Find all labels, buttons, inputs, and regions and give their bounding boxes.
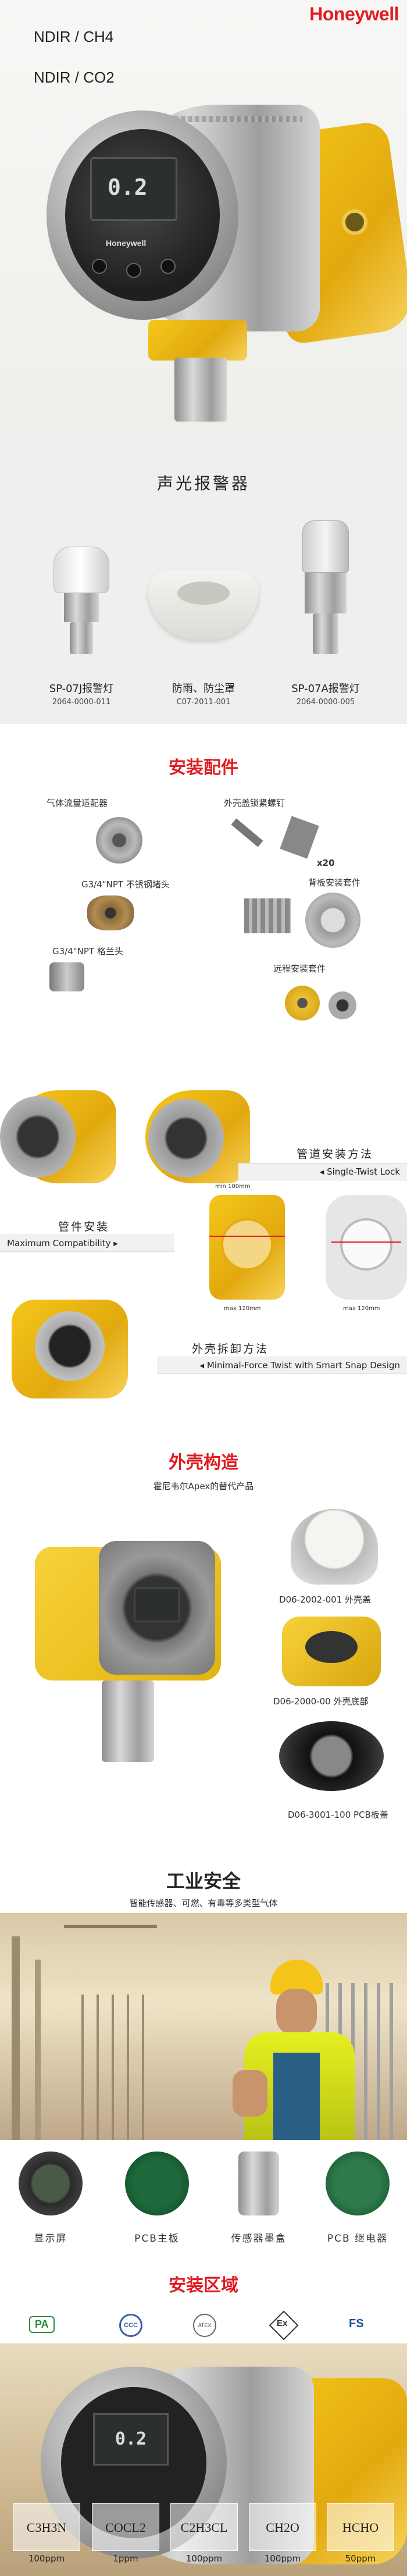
industrial-section: 工业安全 智能传感器、可燃、有毒等多类型气体 [0, 1843, 407, 2140]
dimension-max-2: max 120mm [343, 1305, 380, 1312]
dismount-title: 外壳拆卸方法 [192, 1343, 269, 1355]
pcb-relay-image [326, 2152, 390, 2215]
pipe-mount-subtitle-text: Single-Twist Lock [327, 1166, 400, 1177]
alarm-title: 声光报警器 [156, 474, 250, 493]
model-co2: NDIR / CO2 [34, 69, 115, 86]
pipe-mount-title: 管道安装方法 [297, 1148, 374, 1161]
accessories-title: 安装配件 [169, 758, 238, 778]
housing-subtitle: 霍尼韦尔Apex的替代产品 [153, 1481, 254, 1492]
wall-mount-title: 管件安装 [58, 1221, 110, 1233]
dismount-subtitle: ◂ Minimal-Force Twist with Smart Snap De… [157, 1357, 407, 1374]
alarm-item-label: SP-07J报警灯 [49, 683, 114, 695]
pcb-main-image [125, 2152, 189, 2215]
pipe-mount-subtitle: ◂ Single-Twist Lock [238, 1163, 407, 1180]
gas-formula-box: CH2O [249, 2503, 316, 2551]
accessory-label: G3/4"NPT 格兰头 [52, 946, 123, 957]
accessory-label: 远程安装套件 [273, 964, 326, 974]
industrial-title: 工业安全 [166, 1870, 241, 1892]
flow-adapter-image [96, 817, 142, 864]
gas-ppm: 100ppm [264, 2553, 301, 2564]
cert-fs-icon: FS [349, 2317, 364, 2330]
bracket-image [280, 816, 319, 859]
brand-logo: Honeywell [309, 3, 399, 24]
install-section: 管道安装方法 ◂ Single-Twist Lock 管件安装 Maximum … [0, 1050, 407, 1425]
hero-section: Honeywell NDIR / CH4 NDIR / CO2 0.2 Hone… [0, 0, 407, 436]
housing-title: 外壳构造 [169, 1453, 238, 1473]
gas-formula-box: C2H3CL [170, 2503, 238, 2551]
gas-ppm: 1ppm [113, 2553, 138, 2564]
housing-cover-image [291, 1509, 378, 1585]
accessory-label: 外壳盖锁紧螺钉 [224, 798, 285, 808]
component-label: PCB 继电器 [327, 2233, 388, 2245]
wall-mount-subtitle-text: Maximum Compatibility [7, 1238, 111, 1248]
alarm-item-code: 2064-0000-005 [296, 698, 355, 707]
display-screen-image [19, 2152, 83, 2215]
accessory-label: 背板安装套件 [308, 877, 361, 888]
lock-screw-image [231, 818, 263, 847]
zone-title: 安装区域 [169, 2275, 238, 2296]
gas-ppm: 100ppm [185, 2553, 223, 2564]
cert-ex-icon: Ex [277, 2318, 288, 2328]
alarm-item-code: C07-2011-001 [176, 698, 231, 707]
zone-display-reading: 0.2 [93, 2413, 169, 2466]
wall-mount-subtitle: Maximum Compatibility ▸ [0, 1235, 174, 1252]
screw-count: x20 [317, 858, 335, 868]
cert-atex-icon: ATEX [193, 2314, 216, 2337]
accessory-label: G3/4"NPT 不锈钢堵头 [81, 879, 170, 890]
component-label: PCB主板 [134, 2233, 180, 2245]
industrial-subtitle: 智能传感器、可燃、有毒等多类型气体 [129, 1898, 278, 1908]
alarm-item-label: 防雨、防尘罩 [172, 683, 235, 695]
gas-detector-image: 0.2 Honeywell [0, 64, 407, 424]
gas-ppm: 100ppm [28, 2553, 65, 2564]
sensor-cartridge-image [238, 2152, 279, 2215]
housing-part-label: D06-3001-100 PCB板盖 [288, 1810, 388, 1820]
accessory-label: 气体流量适配器 [47, 798, 108, 808]
cert-ccc-icon: CCC [119, 2314, 142, 2337]
components-section: 显示屏 PCB主板 传感器墨盒 PCB 继电器 [0, 2140, 407, 2271]
alarm-item-label: SP-07A报警灯 [291, 683, 360, 695]
gas-formula-box: C3H3N [13, 2503, 80, 2551]
cable-gland-image [49, 962, 84, 991]
housing-section: 外壳构造 霍尼韦尔Apex的替代产品 D06-2002-001 外壳盖 D06-… [0, 1425, 407, 1843]
housing-part-label: D06-2000-00 外壳底部 [273, 1696, 369, 1707]
dismount-subtitle-text: Minimal-Force Twist with Smart Snap Desi… [206, 1360, 400, 1371]
accessories-section: 安装配件 气体流量适配器 外壳盖锁紧螺钉 x20 G3/4"NPT 不锈钢堵头 … [0, 724, 407, 1050]
zone-section: 安装区域 PA CCC ATEX Ex FS 0.2 C3H3N COCL2 C… [0, 2271, 407, 2576]
backplate-kit-image [244, 898, 291, 933]
pcb-cover-image [279, 1721, 384, 1791]
alarm-section: 声光报警器 SP-07J报警灯 2064-0000-011 防雨、防尘罩 C07… [0, 436, 407, 724]
alarm-item-code: 2064-0000-011 [52, 698, 111, 707]
gas-formula-box: COCL2 [92, 2503, 159, 2551]
device-brand-label: Honeywell [106, 238, 147, 248]
cert-pa-icon: PA [29, 2316, 55, 2333]
display-reading: 0.2 [108, 174, 148, 200]
component-label: 传感器墨盒 [231, 2233, 287, 2245]
dimension-min: min 100mm [215, 1183, 251, 1190]
gas-ppm: 50ppm [345, 2553, 376, 2564]
housing-part-label: D06-2002-001 外壳盖 [279, 1594, 372, 1605]
dimension-max-1: max 120mm [224, 1305, 261, 1312]
steel-plug-image [87, 895, 134, 930]
gas-formula-box: HCHO [327, 2503, 394, 2551]
component-label: 显示屏 [34, 2233, 67, 2245]
model-ch4: NDIR / CH4 [34, 28, 114, 45]
